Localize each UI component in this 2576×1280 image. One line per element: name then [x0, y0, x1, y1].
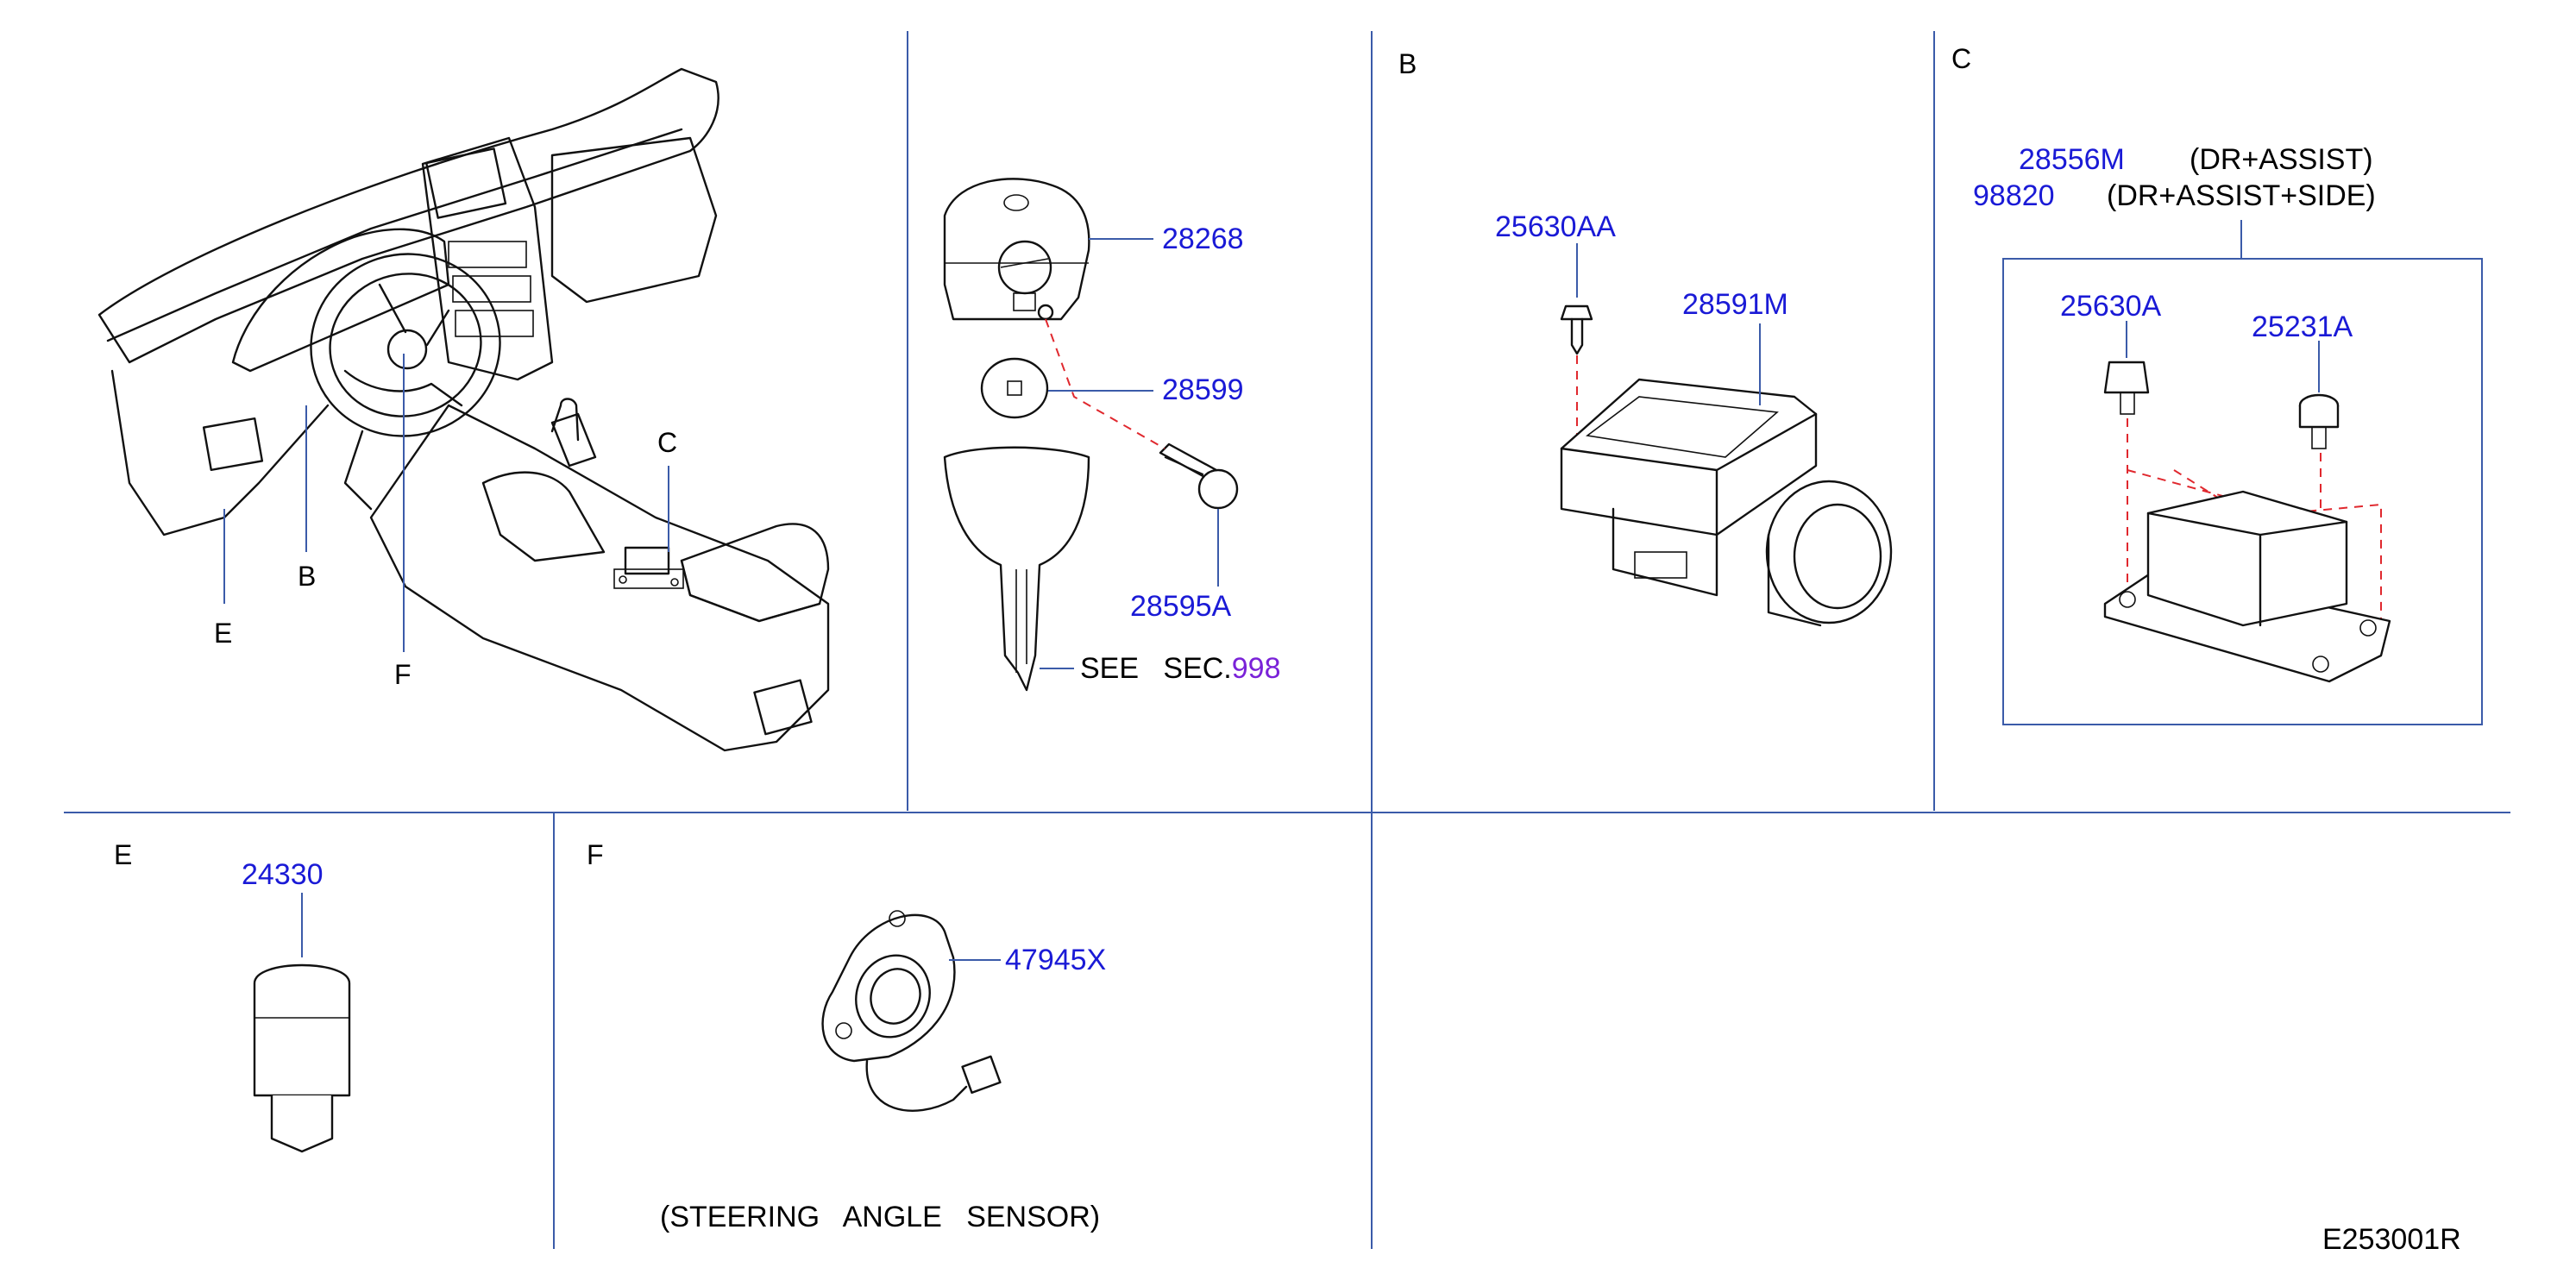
panel-c-leaders [2126, 321, 2320, 392]
part-number-key-head[interactable]: 28268 [1162, 223, 1244, 255]
see-section-reference: SEE SEC.998 [1080, 654, 1280, 683]
part-number-transponder[interactable]: 28599 [1162, 373, 1244, 406]
panel-b-leaders [1576, 243, 1761, 405]
panel-letter-e: E [114, 839, 133, 870]
key-blade-drawing [943, 446, 1090, 692]
steering-angle-sensor-caption: (STEERING ANGLE SENSOR) [660, 1201, 1101, 1233]
callout-e[interactable]: E [214, 618, 233, 649]
key-assembly-guide [1045, 318, 1165, 449]
part-number-steering-angle-sensor[interactable]: 47945X [1005, 944, 1107, 976]
see-label: SEE [1080, 652, 1140, 685]
overview-leaders [223, 354, 669, 652]
panel-c-bolt2-drawing [2298, 393, 2340, 449]
steering-angle-sensor-drawing [821, 910, 1002, 1112]
cancel-switch-drawing [253, 893, 351, 1153]
part-number-key-screw[interactable]: 28595A [1130, 590, 1232, 623]
part-number-panel-b-screw[interactable]: 25630AA [1495, 210, 1616, 243]
part-number-sensor-module-1[interactable]: 28556M [2019, 143, 2125, 176]
diagram-code: E253001R [2322, 1223, 2461, 1256]
steering-lock-controller-drawing [1560, 378, 1893, 627]
key-parts-leaders [1040, 238, 1219, 669]
callout-c[interactable]: C [657, 427, 678, 458]
sensor-module-2-note: (DR+ASSIST+SIDE) [2107, 179, 2376, 212]
key-head-drawing [943, 178, 1090, 321]
sensor-module-1-note: (DR+ASSIST) [2190, 143, 2373, 176]
callout-b[interactable]: B [298, 561, 317, 592]
sec-label: SEC. [1163, 652, 1232, 685]
transponder-chip-drawing [980, 357, 1049, 419]
section-number-link[interactable]: 998 [1231, 652, 1281, 685]
dashboard-overview-drawing [97, 67, 830, 752]
key-screw-drawing [1159, 442, 1239, 510]
part-number-panel-c-bolt[interactable]: 25630A [2060, 290, 2162, 323]
part-number-cancel-switch[interactable]: 24330 [242, 858, 324, 891]
panel-c-bolt-drawing [2103, 361, 2150, 415]
callout-f[interactable]: F [394, 659, 412, 690]
panel-letter-f: F [587, 839, 604, 870]
part-number-steering-lock-controller[interactable]: 28591M [1682, 288, 1788, 321]
panel-c-detail-box [2002, 258, 2483, 725]
panel-b-screw-drawing [1560, 304, 1593, 355]
panel-grid [64, 31, 2510, 1249]
sensor-module-drawing [2103, 490, 2391, 683]
part-number-panel-c-bolt2[interactable]: 25231A [2252, 311, 2353, 343]
panel-letter-c: C [1951, 43, 1972, 74]
panel-letter-b: B [1398, 48, 1417, 79]
part-number-sensor-module-2[interactable]: 98820 [1973, 179, 2055, 212]
